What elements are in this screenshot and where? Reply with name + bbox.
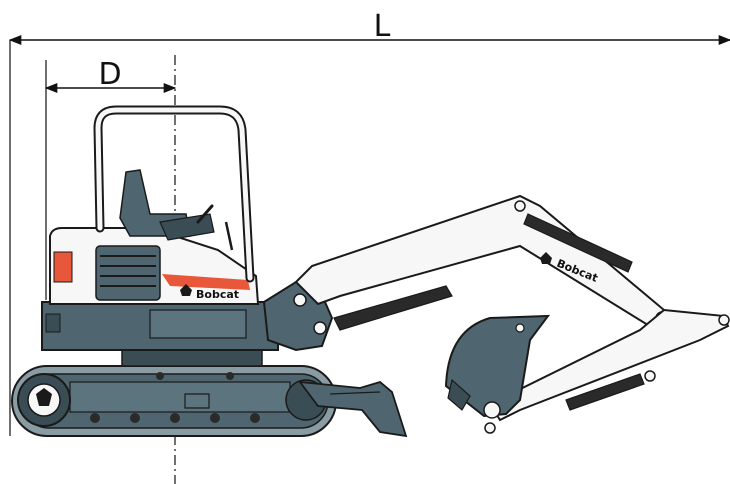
dozer-blade-body	[298, 380, 408, 438]
bucket-teeth	[447, 378, 471, 411]
joystick-lever	[196, 204, 214, 224]
dozer-blade	[298, 380, 408, 438]
track-rollers	[90, 372, 260, 423]
rear-swing-label: D	[98, 57, 121, 92]
chassis-panel	[149, 309, 247, 339]
bucket-shell	[444, 314, 551, 418]
travel-lever	[224, 221, 234, 251]
upper-structure: Bobcat	[41, 105, 279, 367]
bucket-cylinder	[565, 373, 645, 411]
track-plate-detail	[184, 393, 210, 409]
cab-logo-text: Bobcat	[196, 288, 239, 301]
dimension-d: D	[44, 57, 177, 300]
engine-grille	[95, 245, 161, 301]
arm-cylinder	[523, 213, 633, 273]
arm	[488, 308, 730, 422]
dimension-l: L	[8, 9, 730, 46]
bobcat-arm-logo-icon	[540, 252, 552, 264]
rear-accent-stripe	[53, 251, 73, 283]
boom: Bobcat	[294, 194, 669, 332]
rear-light	[45, 313, 61, 333]
undercarriage	[11, 365, 337, 437]
bucket	[444, 314, 551, 434]
swing-bearing	[121, 349, 263, 367]
bucket-pivot	[483, 401, 501, 419]
bobcat-cab-logo-icon	[180, 284, 192, 296]
bobcat-hub-logo-icon	[36, 388, 52, 406]
canopy-frame-inner	[95, 107, 253, 281]
track-side-plate	[69, 381, 291, 413]
grille-slats	[100, 255, 156, 287]
boom-cylinder	[333, 285, 453, 331]
length-label: L	[374, 9, 391, 44]
